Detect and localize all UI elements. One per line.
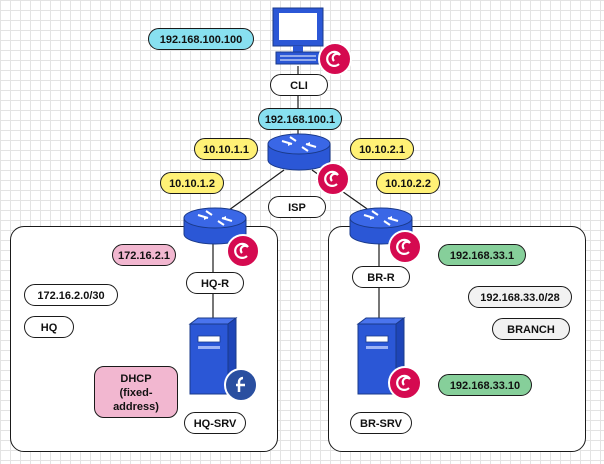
hq-r-label: HQ-R	[186, 272, 244, 294]
dhcp-note-line3: address)	[113, 401, 159, 413]
dhcp-note: DHCP (fixed- address)	[94, 366, 178, 418]
br-r-lan-ip-label: 192.168.33.1	[438, 244, 526, 266]
br-r-isp-ip-label: 10.10.2.2	[376, 172, 440, 194]
hq-site-label: HQ	[24, 316, 74, 338]
br-subnet-label: 192.168.33.0/28	[468, 286, 572, 308]
cli-label: CLI	[270, 74, 328, 96]
br-srv-ip-label: 192.168.33.10	[438, 374, 532, 396]
hq-subnet-label: 172.16.2.0/30	[24, 284, 118, 306]
debian-logo-icon	[318, 42, 352, 76]
debian-logo-icon	[226, 234, 260, 268]
branch-site-label: BRANCH	[492, 318, 570, 340]
debian-logo-icon	[388, 230, 422, 264]
br-r-label: BR-R	[352, 266, 410, 288]
dhcp-note-line1: DHCP	[120, 373, 152, 385]
cli-ip-label: 192.168.100.100	[148, 28, 254, 50]
hq-srv-label: HQ-SRV	[184, 412, 246, 434]
hq-r-isp-ip-label: 10.10.1.2	[160, 172, 224, 194]
dhcp-note-line2: (fixed-	[119, 387, 153, 399]
debian-logo-icon	[316, 162, 350, 196]
hq-r-lan-ip-label: 172.16.2.1	[112, 244, 176, 266]
fedora-logo-icon	[224, 368, 258, 402]
isp-cli-ip-label: 192.168.100.1	[258, 108, 342, 130]
br-srv-label: BR-SRV	[350, 412, 412, 434]
isp-label: ISP	[268, 196, 326, 218]
debian-logo-icon	[388, 366, 422, 400]
isp-br-ip-label: 10.10.2.1	[350, 138, 414, 160]
computer-icon[interactable]	[270, 6, 328, 68]
server-icon[interactable]	[188, 316, 238, 396]
isp-hq-ip-label: 10.10.1.1	[194, 138, 258, 160]
